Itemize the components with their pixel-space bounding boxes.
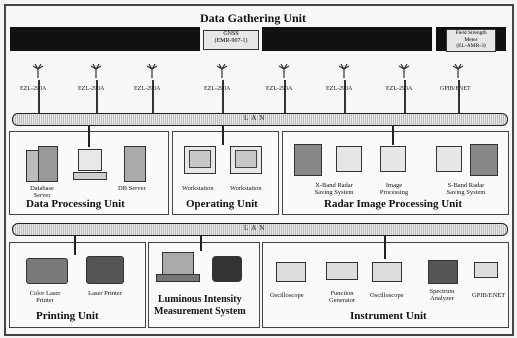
dp-label-1: DB Server <box>118 185 146 192</box>
sensor-label: EZL-290A <box>266 86 293 92</box>
print-title: Printing Unit <box>36 310 99 322</box>
luminance-meter <box>212 256 242 282</box>
sensor-antenna-icon <box>398 63 410 78</box>
inst-label-0: Oscilloscope <box>270 292 304 299</box>
conn-radar <box>392 125 394 145</box>
conn-op <box>222 125 224 145</box>
luminous-title-1: Luminous Intensity <box>158 294 242 305</box>
oscilloscope-1 <box>276 262 306 282</box>
monitor-dp <box>78 149 102 171</box>
lan-bus-top <box>12 113 508 126</box>
laptop <box>162 252 194 276</box>
sensor-antenna-icon <box>338 63 350 78</box>
sensor-connector <box>96 80 98 113</box>
lan-bus-bottom <box>12 223 508 236</box>
spectrum-analyzer <box>428 260 458 284</box>
server-tower-left-2 <box>38 146 58 182</box>
instrument-title: Instrument Unit <box>350 310 427 322</box>
lan-label-bottom: LAN <box>244 224 268 232</box>
gpib-enet-device <box>474 262 498 278</box>
sensor-connector <box>404 80 406 113</box>
diagram-title: Data Gathering Unit <box>200 11 306 25</box>
dp-label-0: Database Server <box>30 185 54 199</box>
data-bar-middle <box>262 27 432 51</box>
inst-label-1: Function Generator <box>329 290 355 304</box>
field-strength-line1: Field Strength <box>455 30 487 36</box>
laptop-base <box>156 274 200 282</box>
radar-monitor-1 <box>336 146 362 172</box>
server-tower-right <box>124 146 146 182</box>
sensor-connector <box>344 80 346 113</box>
radar-title: Radar Image Processing Unit <box>324 198 463 210</box>
laser-printer <box>86 256 124 284</box>
sensor-antenna-icon <box>278 63 290 78</box>
sensor-antenna-icon <box>146 63 158 78</box>
sensor-antenna-icon <box>32 63 44 78</box>
radar-label-2: S-Band Radar Saving System <box>446 182 486 196</box>
radar-monitor-3 <box>436 146 462 172</box>
data-bar-left <box>10 27 200 51</box>
conn-print <box>74 235 76 255</box>
sensor-connector <box>222 80 224 113</box>
print-label-0: Color Laser Printer <box>29 290 61 304</box>
oscilloscope-2 <box>372 262 402 282</box>
field-strength-box: Field Strength Meter (EL-AMR-3) <box>446 29 496 52</box>
radar-label-0: X-Band Radar Saving System <box>314 182 354 196</box>
sensor-connector <box>458 80 460 113</box>
gnss-box: GNSS (EMR-907-1) <box>203 30 259 50</box>
sensor-connector <box>38 80 40 113</box>
field-strength-line2: Meter <box>464 36 478 43</box>
inst-label-4: GPIB/ENET <box>472 292 506 299</box>
conn-lum <box>200 235 202 251</box>
sensor-label: EZL-290A <box>326 86 353 92</box>
sensor-antenna-icon <box>452 63 464 78</box>
dp-title: Data Processing Unit <box>26 198 125 210</box>
sensor-label: EZL-290A <box>20 86 47 92</box>
op-label-0: Workstation <box>182 185 214 192</box>
gnss-line1: GNSS <box>223 31 239 37</box>
sensor-label: GPIB/ENET <box>440 86 471 92</box>
workstation-screen-1 <box>189 150 211 168</box>
conn-dp <box>88 125 90 147</box>
op-title: Operating Unit <box>186 198 258 210</box>
lan-label-top: LAN <box>244 114 268 122</box>
radar-cabinet-1 <box>294 144 322 176</box>
sensor-label: EZL-290A <box>134 86 161 92</box>
radar-monitor-2 <box>380 146 406 172</box>
inst-label-3: Spectrum Analyzer <box>429 288 455 302</box>
radar-label-1: Image Processing <box>379 182 409 196</box>
luminous-title-2: Measurement System <box>154 306 246 317</box>
sensor-antenna-icon <box>90 63 102 78</box>
gnss-line2: (EMR-907-1) <box>214 38 248 44</box>
sensor-connector <box>284 80 286 113</box>
conn-inst <box>384 235 386 259</box>
sensor-label: EZL-290A <box>204 86 231 92</box>
field-strength-line3: (EL-AMR-3) <box>456 43 486 49</box>
sensor-label: EZL-290A <box>386 86 413 92</box>
keyboard-dp <box>73 172 107 180</box>
op-label-1: Workstation <box>230 185 262 192</box>
sensor-connector <box>152 80 154 113</box>
print-label-1: Laser Printer <box>88 290 122 297</box>
color-laser-printer <box>26 258 68 284</box>
function-generator <box>326 262 358 280</box>
radar-cabinet-2 <box>470 144 498 176</box>
sensor-label: EZL-290A <box>78 86 105 92</box>
workstation-screen-2 <box>235 150 257 168</box>
inst-label-2: Oscilloscope <box>370 292 404 299</box>
sensor-antenna-icon <box>216 63 228 78</box>
